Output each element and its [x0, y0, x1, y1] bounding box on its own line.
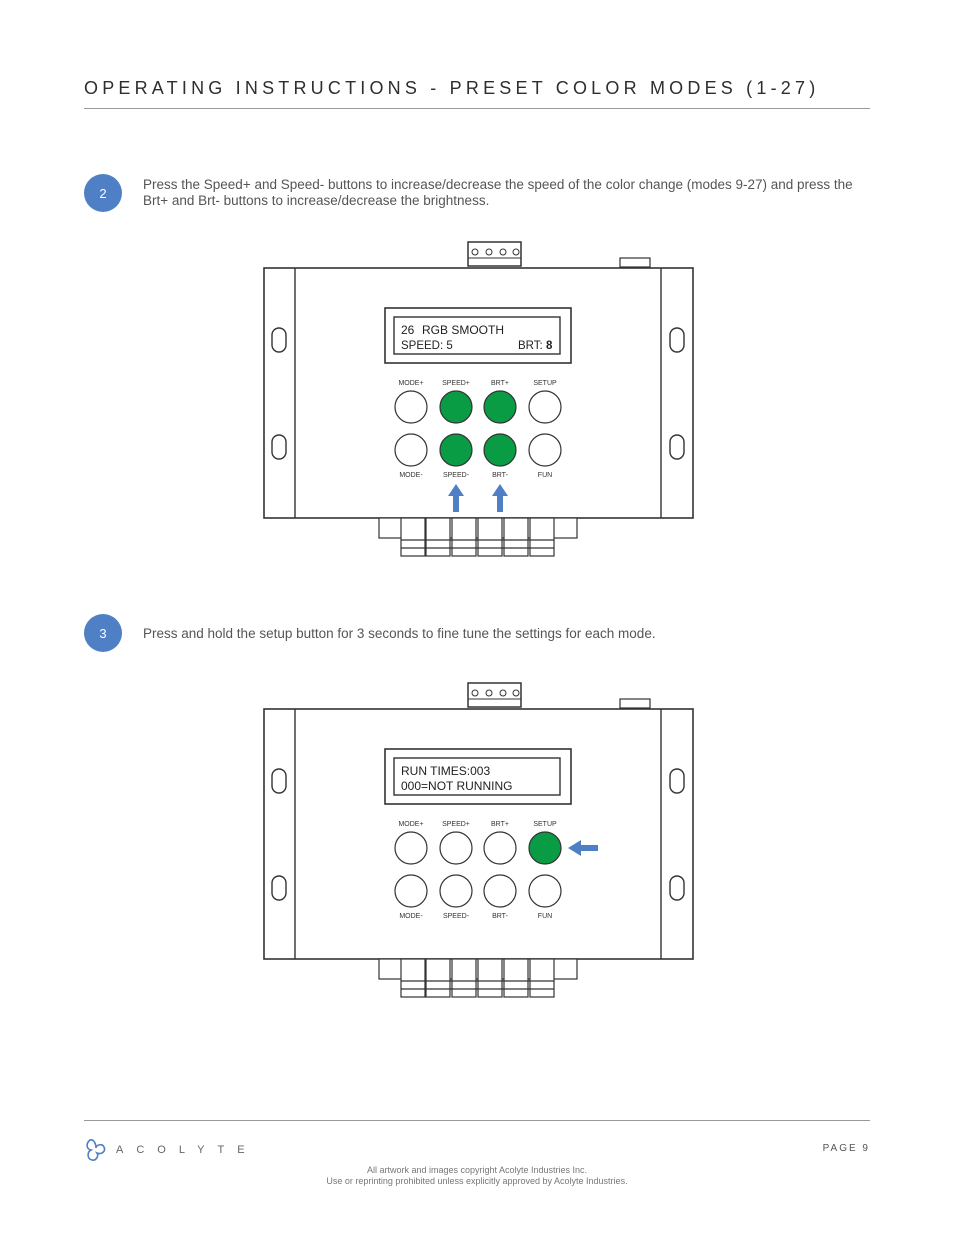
speed-plus-button[interactable]	[439, 390, 473, 424]
arrow-up-icon	[492, 484, 508, 512]
label-mode-plus: MODE+	[398, 380, 423, 387]
controller-body	[263, 708, 694, 960]
label-speed-minus: SPEED-	[443, 472, 470, 479]
bottom-terminals	[378, 958, 578, 998]
step-number-badge: 2	[84, 174, 122, 212]
setup-button[interactable]	[528, 831, 562, 865]
display-line-1: RUN TIMES:003	[401, 764, 490, 778]
label-setup: SETUP	[533, 380, 557, 387]
mount-hole	[669, 327, 685, 353]
brand-logo: ACOLYTE	[84, 1137, 258, 1163]
speed-minus-button[interactable]	[439, 433, 473, 467]
mode-minus-button[interactable]	[394, 874, 428, 908]
label-mode-minus: MODE-	[399, 472, 423, 479]
label-mode-plus: MODE+	[398, 821, 423, 828]
lcd-display: RUN TIMES:003 000=NOT RUNNING	[384, 748, 572, 805]
step-number-badge: 3	[84, 614, 122, 652]
display-line-2: 000=NOT RUNNING	[401, 779, 512, 793]
lcd-display: 26 RGB SMOOTH SPEED: 5 BRT: 8	[384, 307, 572, 364]
bottom-terminals	[378, 517, 578, 557]
mount-hole	[669, 875, 685, 901]
label-speed-minus: SPEED-	[443, 913, 470, 920]
display-speed: SPEED: 5	[401, 340, 453, 352]
speed-plus-button[interactable]	[439, 831, 473, 865]
label-setup: SETUP	[533, 821, 557, 828]
fun-button[interactable]	[528, 874, 562, 908]
label-brt-minus: BRT-	[492, 472, 508, 479]
brt-plus-button[interactable]	[483, 831, 517, 865]
label-speed-plus: SPEED+	[442, 821, 470, 828]
controller-diagram: RUN TIMES:003 000=NOT RUNNING MODE+ SPEE…	[263, 682, 694, 998]
acolyte-logo-icon	[86, 1139, 106, 1161]
brt-plus-button[interactable]	[483, 390, 517, 424]
display-brightness-label: BRT:	[518, 340, 543, 352]
mount-hole	[669, 768, 685, 794]
speed-minus-button[interactable]	[439, 874, 473, 908]
controller-diagram: 26 RGB SMOOTH SPEED: 5 BRT: 8 MODE+ SPEE…	[263, 241, 694, 557]
arrow-up-icon	[448, 484, 464, 512]
mount-hole	[271, 875, 287, 901]
mount-hole	[271, 434, 287, 460]
mode-plus-button[interactable]	[394, 831, 428, 865]
top-connector	[467, 682, 522, 708]
dc-jack	[619, 698, 651, 709]
label-brt-minus: BRT-	[492, 913, 508, 920]
label-fun: FUN	[538, 472, 552, 479]
copyright-line-2: Use or reprinting prohibited unless expl…	[326, 1176, 628, 1186]
page-number: PAGE 9	[822, 1143, 870, 1154]
header-divider	[84, 108, 870, 109]
display-brightness-value: 8	[546, 340, 553, 352]
label-speed-plus: SPEED+	[442, 380, 470, 387]
mount-hole	[271, 768, 287, 794]
mode-minus-button[interactable]	[394, 433, 428, 467]
fun-button[interactable]	[528, 433, 562, 467]
dc-jack	[619, 257, 651, 268]
step-instruction: Press the Speed+ and Speed- buttons to i…	[143, 177, 853, 208]
display-mode-number: 26	[401, 323, 415, 337]
label-mode-minus: MODE-	[399, 913, 423, 920]
top-connector	[467, 241, 522, 267]
brand-wordmark: ACOLYTE	[116, 1144, 258, 1156]
label-brt-plus: BRT+	[491, 380, 509, 387]
mode-plus-button[interactable]	[394, 390, 428, 424]
display-mode-name: RGB SMOOTH	[422, 323, 504, 337]
brt-minus-button[interactable]	[483, 433, 517, 467]
page-title: OPERATING INSTRUCTIONS - PRESET COLOR MO…	[84, 78, 820, 98]
step-instruction: Press and hold the setup button for 3 se…	[143, 626, 656, 641]
arrow-left-icon	[568, 840, 598, 856]
footer-divider	[84, 1120, 870, 1121]
brt-minus-button[interactable]	[483, 874, 517, 908]
mount-hole	[271, 327, 287, 353]
mount-hole	[669, 434, 685, 460]
label-fun: FUN	[538, 913, 552, 920]
label-brt-plus: BRT+	[491, 821, 509, 828]
setup-button[interactable]	[528, 390, 562, 424]
copyright-line-1: All artwork and images copyright Acolyte…	[366, 1165, 588, 1175]
controller-body	[263, 267, 694, 519]
